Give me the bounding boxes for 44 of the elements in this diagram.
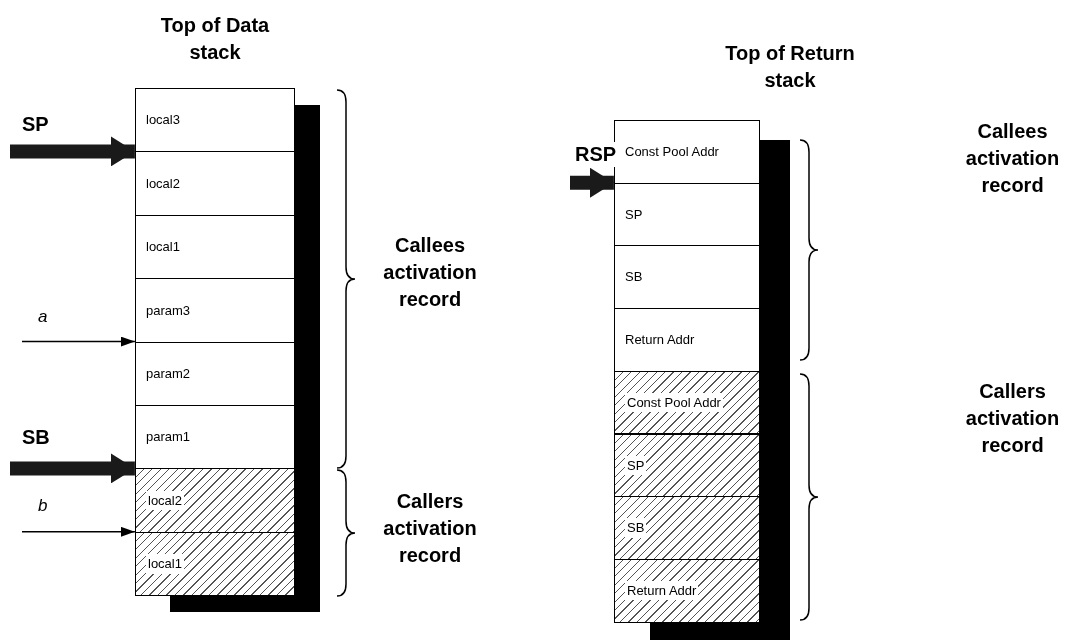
cell-label: SB (625, 268, 643, 287)
cell-label: param3 (146, 301, 191, 320)
cell-label: param2 (146, 365, 191, 384)
stack-cell (614, 370, 760, 435)
cell-label: Return Addr (625, 331, 695, 350)
cell-label: local2 (146, 174, 180, 193)
stack-cell (614, 496, 760, 560)
stack-cell (135, 531, 295, 597)
cell-label: Const Pool Addr (625, 392, 723, 413)
arrow (21, 526, 136, 537)
cell-label: SP (625, 455, 647, 476)
cell-label: local1 (146, 554, 184, 574)
stack-cell (135, 151, 295, 216)
cell-label: SP (625, 205, 643, 224)
stack-cell (614, 308, 760, 372)
cell-label: Const Pool Addr (625, 143, 719, 162)
arrow (21, 336, 136, 347)
cell-label: SB (625, 518, 647, 538)
stack-cell (135, 214, 295, 280)
stack-cell (135, 88, 295, 153)
stack-title: Top of Data stack (159, 13, 271, 65)
record-label: Callers activation record (964, 379, 1061, 458)
cell-label: local1 (146, 238, 180, 257)
stack-cell (135, 405, 295, 470)
cell-label: local3 (146, 111, 180, 130)
arrow (570, 167, 614, 198)
stack-cell (135, 341, 295, 406)
stack-cell (135, 468, 295, 533)
record-label: Callees activation record (964, 119, 1061, 198)
arrow (10, 136, 135, 167)
cell-label: param1 (146, 428, 191, 447)
edge-label: RSP (575, 142, 617, 167)
record-label: Callers activation record (382, 489, 478, 568)
stack-cell (614, 120, 760, 184)
cell-label: local2 (146, 490, 184, 511)
stack-cell (614, 558, 760, 623)
stack-cell (614, 245, 760, 310)
stack-title: Top of Return stack (724, 41, 856, 93)
stack-cell (614, 182, 760, 247)
stack-cell (135, 278, 295, 343)
stack-cell (614, 433, 760, 498)
record-label: Callees activation record (382, 233, 478, 312)
cell-label: Return Addr (625, 581, 699, 601)
arrow (10, 453, 135, 484)
